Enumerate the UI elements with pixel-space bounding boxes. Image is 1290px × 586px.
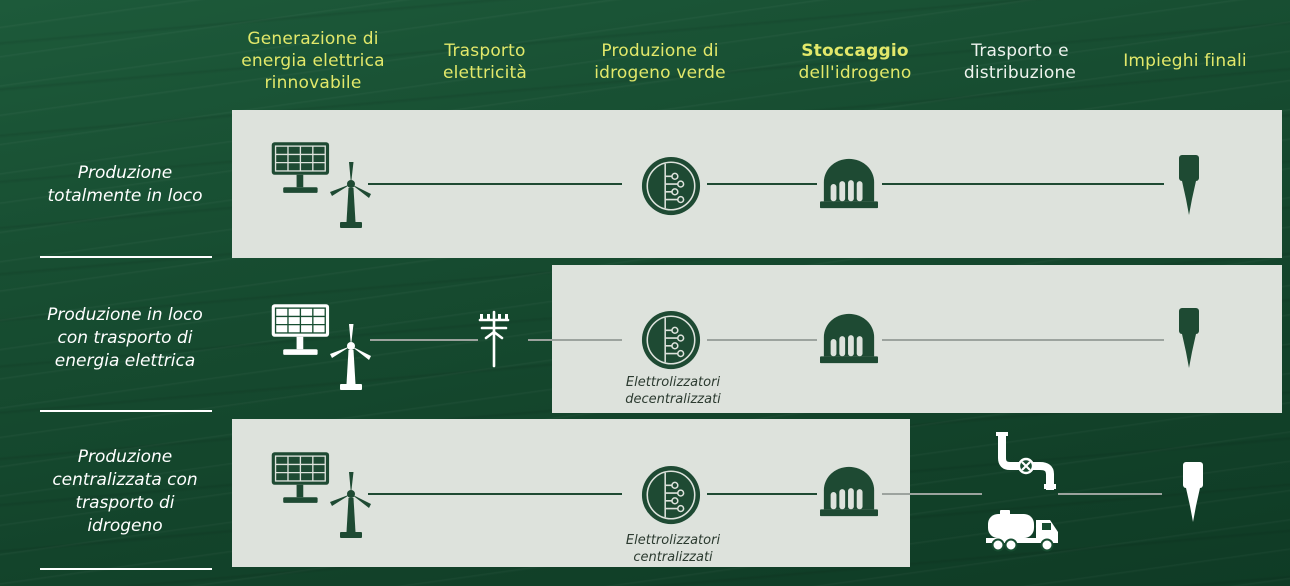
storage-tank-icon — [818, 463, 880, 521]
caption-line: centralizzati — [633, 550, 713, 565]
header-hydrogen-production-line: idrogeno verde — [594, 63, 726, 83]
electrolyzer-icon — [640, 464, 702, 526]
row2-connector — [707, 339, 817, 341]
row1-label-line: Produzione — [77, 163, 173, 183]
header-generation-line: rinnovabile — [264, 73, 362, 93]
power-pylon-icon — [474, 308, 514, 368]
row3-connector — [1058, 493, 1162, 495]
header-generation: Generazione di energia elettrica rinnova… — [215, 28, 411, 94]
row1-connector — [882, 183, 1164, 185]
caption-line: Elettrolizzatori — [625, 533, 721, 548]
end-use-nozzle-icon — [1180, 462, 1206, 526]
pipeline-icon — [988, 432, 1060, 492]
electrolyzer-icon — [640, 309, 702, 371]
header-end-uses-line: Impieghi finali — [1123, 51, 1247, 71]
wind-turbine-icon — [326, 322, 376, 392]
header-generation-line: energia elettrica — [241, 51, 385, 71]
end-use-nozzle-icon — [1176, 155, 1202, 219]
row3-label-line: centralizzata con — [52, 470, 198, 490]
wind-turbine-icon — [326, 160, 376, 230]
row1-connector — [368, 183, 622, 185]
header-hydrogen-production: Produzione di idrogeno verde — [570, 40, 750, 84]
row1-divider — [40, 256, 212, 258]
header-storage-title: Stoccaggio — [801, 41, 909, 61]
end-use-nozzle-icon — [1176, 308, 1202, 372]
header-storage: Stoccaggio dell'idrogeno — [770, 40, 940, 84]
row3-label-line: Produzione — [77, 447, 173, 467]
header-electricity-transport-line: elettricità — [442, 63, 528, 83]
decentralized-electrolyzers-caption: Elettrolizzatori decentralizzati — [588, 374, 758, 408]
header-electricity-transport-line: Trasporto — [444, 41, 526, 61]
header-generation-line: Generazione di — [247, 29, 379, 49]
row3-label-line: idrogeno — [87, 516, 163, 536]
row3-connector — [882, 493, 982, 495]
row3-label: Produzione centralizzata con trasporto d… — [20, 446, 230, 538]
row2-connector — [528, 339, 622, 341]
row1-label-line: totalmente in loco — [47, 186, 203, 206]
header-distribution-line: distribuzione — [963, 63, 1077, 83]
wind-turbine-icon — [326, 470, 376, 540]
row2-label: Produzione in loco con trasporto di ener… — [20, 304, 230, 373]
row2-label-line: con trasporto di — [57, 328, 193, 348]
row2-connector — [882, 339, 1164, 341]
row3-label-line: trasporto di — [75, 493, 175, 513]
header-distribution: Trasporto e distribuzione — [935, 40, 1105, 84]
header-distribution-line: Trasporto e — [971, 41, 1069, 61]
caption-line: Elettrolizzatori — [625, 375, 721, 390]
caption-line: decentralizzati — [625, 392, 721, 407]
row2-divider — [40, 410, 212, 412]
row1-label: Produzione totalmente in loco — [20, 162, 230, 208]
storage-tank-icon — [818, 310, 880, 368]
header-electricity-transport: Trasporto elettricità — [420, 40, 550, 84]
storage-tank-icon — [818, 155, 880, 213]
electrolyzer-icon — [640, 155, 702, 217]
row2-label-line: energia elettrica — [54, 351, 196, 371]
row3-connector — [707, 493, 817, 495]
row3-connector — [368, 493, 622, 495]
header-hydrogen-production-line: Produzione di — [601, 41, 719, 61]
row1-connector — [707, 183, 817, 185]
header-storage-subtitle: dell'idrogeno — [798, 63, 912, 83]
centralized-electrolyzers-caption: Elettrolizzatori centralizzati — [588, 532, 758, 566]
tanker-truck-icon — [984, 510, 1060, 552]
row2-label-line: Produzione in loco — [47, 305, 203, 325]
row3-divider — [40, 568, 212, 570]
row2-connector — [370, 339, 478, 341]
header-end-uses: Impieghi finali — [1105, 50, 1265, 72]
